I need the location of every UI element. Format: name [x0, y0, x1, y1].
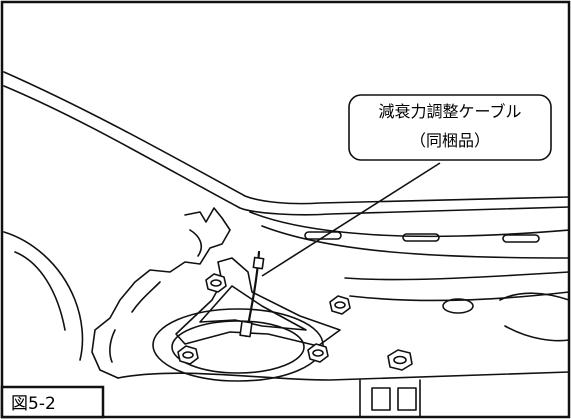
mount-nut: [329, 295, 351, 315]
left-contour-2: [14, 251, 66, 331]
body-panel-fold: [249, 211, 570, 238]
oval-hole: [442, 298, 474, 314]
body-panel-fold-2: [261, 225, 570, 259]
lower-slot: [371, 387, 391, 411]
body-panel-inner-edge: [3, 85, 570, 216]
right-panel-line-2: [349, 291, 570, 302]
figure-label: 図5-2: [11, 394, 56, 414]
callout-leader-line: [261, 162, 441, 277]
triangle-bracket: [175, 257, 341, 347]
mount-nut: [387, 349, 413, 371]
callout-box: [348, 94, 552, 161]
cable-knob: [252, 256, 265, 270]
callout-note: （同梱品）: [409, 131, 490, 150]
cutout-inner: [109, 229, 202, 363]
callout-title: 減衰力調整ケーブル: [378, 102, 522, 121]
lower-panel-step: [359, 379, 421, 418]
left-contour: [3, 231, 84, 361]
body-panel-edge: [3, 71, 570, 205]
figure-label-box: [0, 385, 105, 419]
mount-nut: [205, 273, 227, 293]
right-dome: [499, 292, 570, 342]
strut-mount-inner: [171, 320, 305, 374]
slot-hole: [402, 233, 440, 242]
strut-mount-plate: [152, 308, 324, 382]
slot-hole: [304, 231, 342, 240]
cutout-edge: [91, 207, 231, 379]
triangle-bracket-inner: [199, 285, 307, 331]
slot-hole: [502, 234, 540, 243]
lower-slot: [397, 387, 417, 411]
mount-nut: [177, 345, 199, 365]
mount-nut: [307, 343, 329, 363]
cable-end-fitting: [239, 320, 253, 338]
lower-panel-edge: [117, 371, 570, 381]
right-panel-line: [344, 271, 570, 281]
